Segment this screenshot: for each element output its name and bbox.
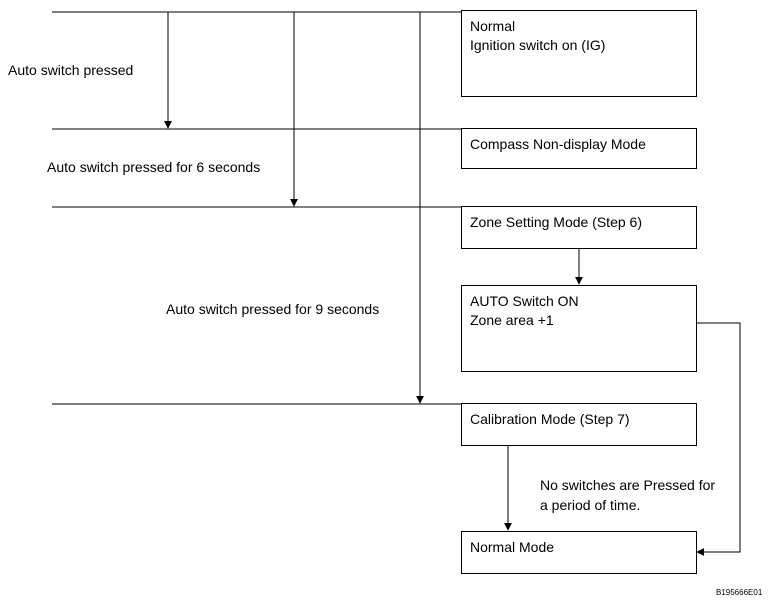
mode-normal-mode-label: Normal Mode	[470, 539, 555, 555]
figure-code: B195666E01	[716, 588, 763, 597]
mode-box-normal: Normal Ignition switch on (IG)	[461, 10, 697, 97]
event-label-pressed-9s: Auto switch pressed for 9 seconds	[166, 301, 380, 317]
mode-box-normal-mode: Normal Mode	[461, 531, 697, 574]
mode-auto-switch-on-line1: AUTO Switch ON	[470, 293, 579, 309]
mode-box-zone-setting: Zone Setting Mode (Step 6)	[461, 206, 697, 249]
mode-normal-line1: Normal	[470, 18, 516, 34]
mode-compass-non-display-label: Compass Non-display Mode	[470, 136, 646, 152]
mode-box-calibration: Calibration Mode (Step 7)	[461, 403, 697, 446]
mode-normal-line2: Ignition switch on (IG)	[470, 37, 606, 53]
mode-zone-setting-label: Zone Setting Mode (Step 6)	[470, 214, 642, 230]
mode-box-auto-switch-on: AUTO Switch ON Zone area +1	[461, 285, 697, 372]
mode-box-compass-non-display: Compass Non-display Mode	[461, 128, 697, 169]
no-switches-line1: No switches are Pressed for	[540, 477, 716, 493]
no-switches-line2: a period of time.	[540, 497, 641, 513]
mode-calibration-label: Calibration Mode (Step 7)	[470, 411, 630, 427]
event-label-pressed-6s: Auto switch pressed for 6 seconds	[47, 159, 261, 175]
event-label-no-switches: No switches are Pressed for a period of …	[540, 475, 715, 515]
event-label-auto-pressed: Auto switch pressed	[8, 62, 134, 78]
mode-auto-switch-on-line2: Zone area +1	[470, 312, 554, 328]
arrow-auto-to-normal	[696, 322, 741, 556]
